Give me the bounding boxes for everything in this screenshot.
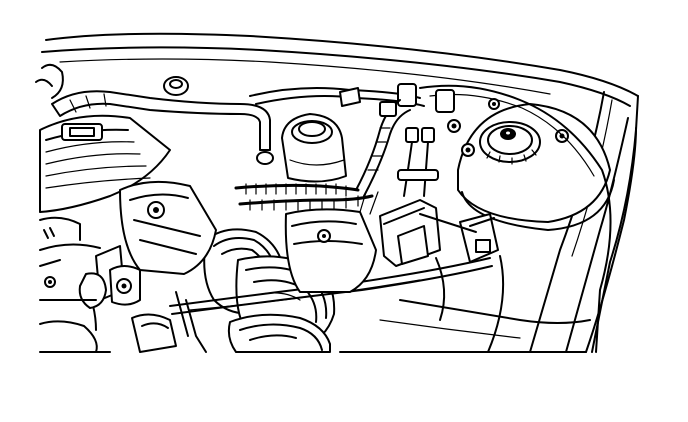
intake-manifold <box>284 191 379 293</box>
filler-cap <box>163 76 189 96</box>
sensor-bracket <box>109 265 207 353</box>
hood-edge <box>41 32 639 107</box>
left-edge-parts <box>39 216 111 353</box>
brake-reservoir <box>281 113 347 183</box>
brake-lines <box>249 83 612 353</box>
relay-bracket <box>379 199 505 353</box>
lower-frame <box>339 299 591 353</box>
valve-cover <box>39 114 171 213</box>
alternator-area <box>39 180 217 331</box>
vacuum-connectors <box>379 101 439 197</box>
air-duct <box>227 313 331 353</box>
vent-hose <box>35 63 274 165</box>
wiring-harness <box>234 99 411 211</box>
strut-tower <box>447 98 615 231</box>
